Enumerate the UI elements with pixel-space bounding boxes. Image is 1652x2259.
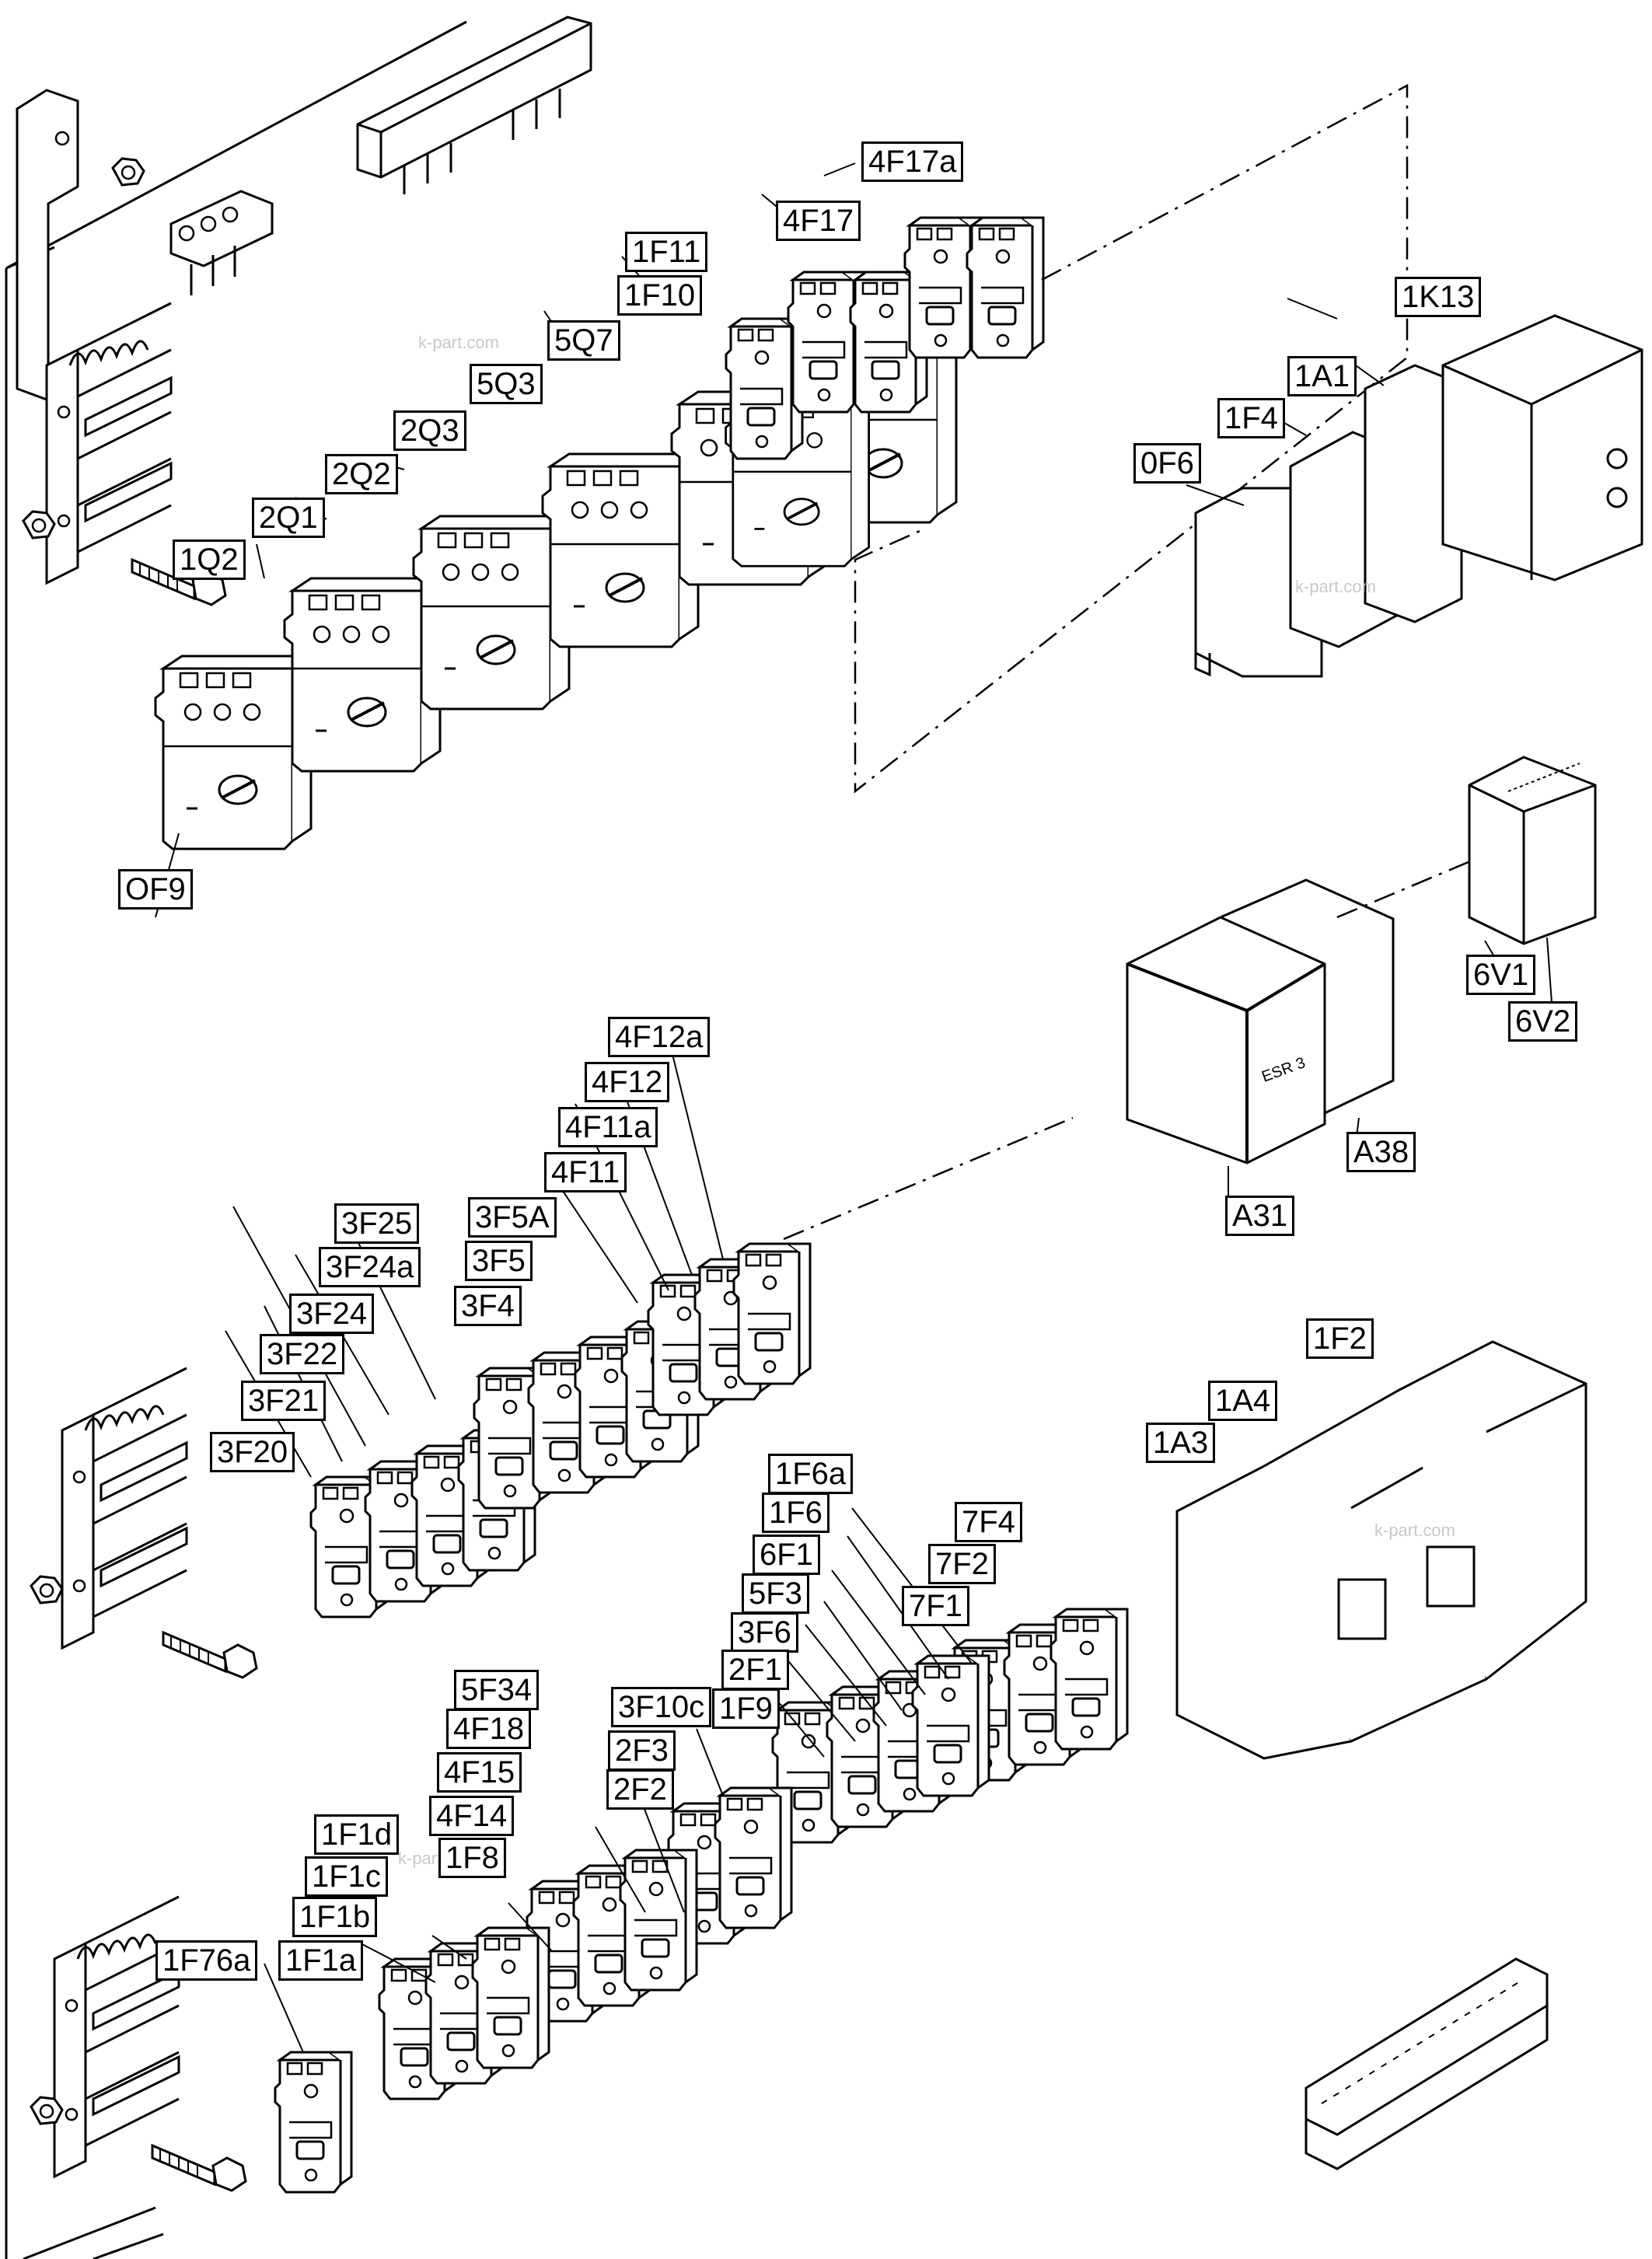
label-5Q7: 5Q7 <box>547 320 620 361</box>
label-1F1b: 1F1b <box>292 1897 378 1937</box>
label-7F1: 7F1 <box>902 1586 969 1626</box>
label-7F4: 7F4 <box>955 1502 1022 1542</box>
label-7F2: 7F2 <box>928 1544 996 1584</box>
label-1Q2: 1Q2 <box>173 539 246 580</box>
label-1F76a: 1F76a <box>155 1940 258 1981</box>
label-5Q3: 5Q3 <box>470 364 543 404</box>
label-1F9: 1F9 <box>712 1688 780 1729</box>
label-3F5A: 3F5A <box>468 1197 557 1238</box>
label-OF9: OF9 <box>118 869 193 910</box>
label-4F17a: 4F17a <box>861 141 964 182</box>
label-4F12: 4F12 <box>585 1062 670 1102</box>
label-1F6: 1F6 <box>762 1493 829 1533</box>
label-2Q2: 2Q2 <box>325 454 398 494</box>
label-6F1: 6F1 <box>753 1535 820 1575</box>
label-2Q1: 2Q1 <box>252 498 325 538</box>
label-1F11: 1F11 <box>625 232 708 272</box>
label-4F17: 4F17 <box>776 201 861 241</box>
label-3F20: 3F20 <box>210 1432 295 1472</box>
label-A31: A31 <box>1225 1196 1295 1236</box>
label-3F5: 3F5 <box>465 1241 533 1281</box>
label-4F12a: 4F12a <box>608 1017 711 1057</box>
label-1A1: 1A1 <box>1287 356 1357 396</box>
label-2F1: 2F1 <box>721 1650 789 1690</box>
label-1K13: 1K13 <box>1395 277 1482 317</box>
label-3F10c: 3F10c <box>611 1687 712 1727</box>
label-6V2: 6V2 <box>1508 1001 1578 1042</box>
label-2Q3: 2Q3 <box>393 410 466 451</box>
label-1F6a: 1F6a <box>768 1454 854 1494</box>
label-3F22: 3F22 <box>260 1334 345 1374</box>
label-1F1a: 1F1a <box>278 1940 364 1981</box>
label-3F6: 3F6 <box>731 1612 798 1653</box>
label-1F8: 1F8 <box>438 1838 506 1878</box>
label-1A4: 1A4 <box>1208 1381 1278 1421</box>
label-2F3: 2F3 <box>608 1730 676 1771</box>
label-1A3: 1A3 <box>1146 1423 1216 1463</box>
label-2F2: 2F2 <box>606 1769 674 1810</box>
label-1F4: 1F4 <box>1217 398 1285 438</box>
label-3F24: 3F24 <box>289 1294 375 1334</box>
label-4F11a: 4F11a <box>558 1107 658 1147</box>
label-1F2: 1F2 <box>1306 1318 1374 1359</box>
label-A38: A38 <box>1346 1132 1416 1172</box>
label-5F3: 5F3 <box>742 1573 809 1614</box>
label-3F24a: 3F24a <box>319 1247 421 1287</box>
watermark: k-part.com <box>418 333 499 352</box>
label-1F10: 1F10 <box>617 275 703 316</box>
label-4F15: 4F15 <box>437 1752 522 1793</box>
label-4F11: 4F11 <box>544 1152 627 1192</box>
label-0F6: 0F6 <box>1133 443 1201 484</box>
watermark: k-part.com <box>1295 577 1376 596</box>
label-5F34: 5F34 <box>454 1670 540 1710</box>
label-3F25: 3F25 <box>334 1203 420 1244</box>
watermark: k-part.com <box>1374 1521 1455 1540</box>
label-4F18: 4F18 <box>446 1709 532 1749</box>
label-3F21: 3F21 <box>241 1381 327 1421</box>
label-6V1: 6V1 <box>1466 955 1536 995</box>
label-1F1d: 1F1d <box>314 1814 400 1855</box>
label-1F1c: 1F1c <box>305 1856 388 1897</box>
label-4F14: 4F14 <box>429 1796 515 1836</box>
label-3F4: 3F4 <box>454 1286 522 1326</box>
